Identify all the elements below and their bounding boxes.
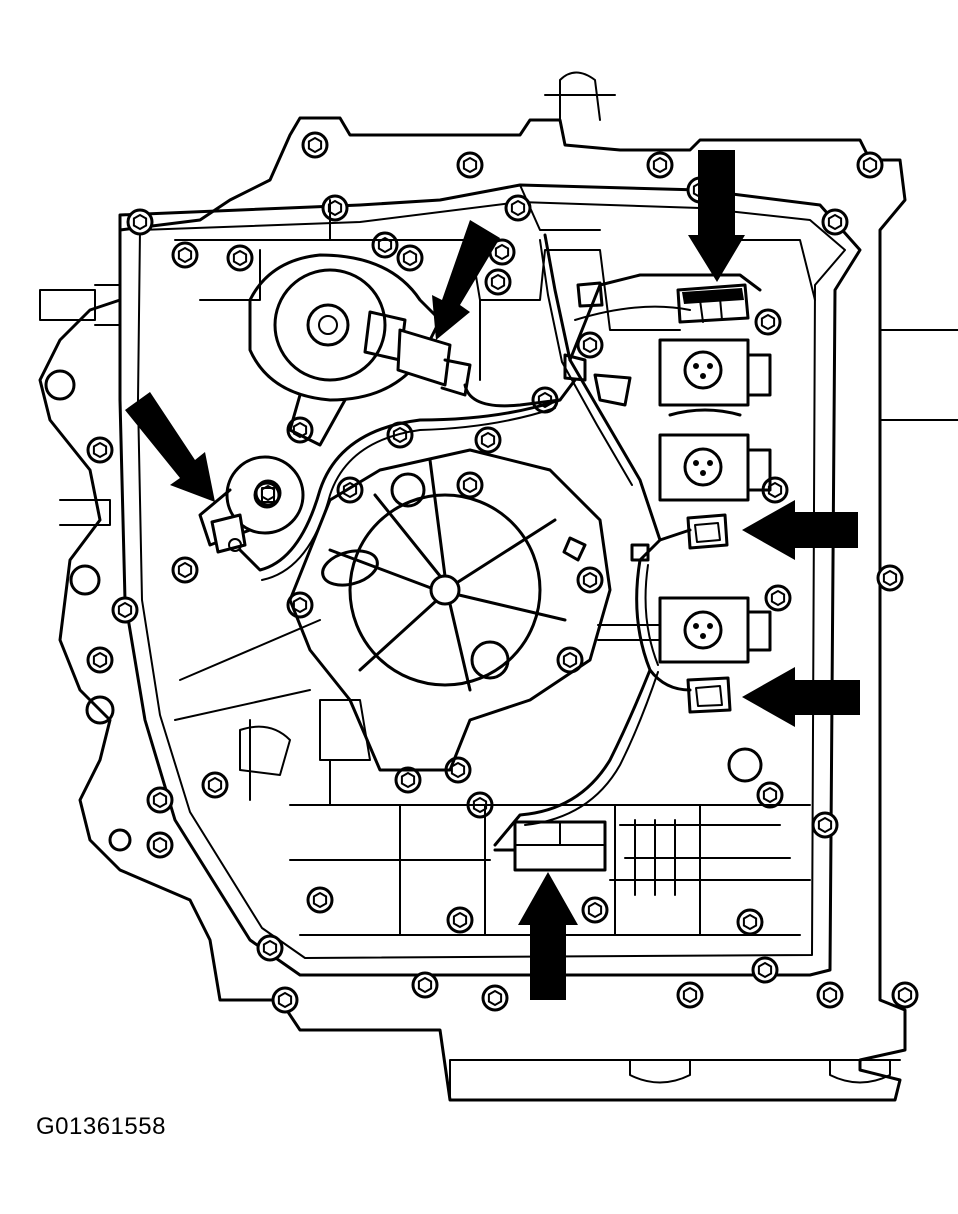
arrow-top-center bbox=[432, 220, 500, 340]
bolt bbox=[646, 151, 674, 179]
bolt bbox=[86, 646, 114, 674]
bolt bbox=[576, 566, 604, 594]
bolt bbox=[306, 886, 334, 914]
bolt bbox=[556, 646, 584, 674]
tcc-solenoid bbox=[198, 455, 305, 554]
bolt bbox=[396, 244, 424, 272]
callout-arrows bbox=[125, 150, 860, 1000]
bolt bbox=[301, 131, 329, 159]
bolt bbox=[816, 981, 844, 1009]
bolt bbox=[146, 786, 174, 814]
bolt bbox=[171, 556, 199, 584]
bolt bbox=[856, 151, 884, 179]
bolt bbox=[876, 564, 904, 592]
shift-solenoid-a bbox=[658, 338, 772, 417]
bolt bbox=[446, 906, 474, 934]
connector-lower-right bbox=[686, 676, 732, 714]
bolt bbox=[484, 268, 512, 296]
bolt bbox=[821, 208, 849, 236]
bolt bbox=[146, 831, 174, 859]
bolt bbox=[811, 811, 839, 839]
bolt bbox=[736, 908, 764, 936]
bolt bbox=[456, 471, 484, 499]
bolt bbox=[286, 416, 314, 444]
bolt bbox=[576, 331, 604, 359]
bolt bbox=[394, 766, 422, 794]
bolt bbox=[756, 781, 784, 809]
bolt bbox=[481, 984, 509, 1012]
pan-gasket bbox=[118, 183, 862, 977]
bolt bbox=[488, 238, 516, 266]
connector-middle-right bbox=[686, 513, 729, 550]
bolt bbox=[271, 986, 299, 1014]
arrow-left bbox=[125, 392, 215, 502]
arrow-lower-right bbox=[742, 667, 860, 727]
epc-solenoid bbox=[248, 253, 472, 447]
bolt bbox=[754, 308, 782, 336]
bolt bbox=[86, 436, 114, 464]
connector-top-right bbox=[676, 283, 750, 324]
bolt bbox=[676, 981, 704, 1009]
bolt bbox=[226, 244, 254, 272]
shift-solenoid-b bbox=[658, 433, 772, 502]
bolt bbox=[456, 151, 484, 179]
bolts bbox=[86, 131, 919, 1014]
bolt bbox=[201, 771, 229, 799]
bolt bbox=[891, 981, 919, 1009]
bolt bbox=[581, 896, 609, 924]
wire-harness bbox=[238, 233, 762, 847]
detent-plate bbox=[288, 448, 612, 772]
arrow-bottom bbox=[518, 872, 578, 1000]
bolt bbox=[751, 956, 779, 984]
bolt bbox=[126, 208, 154, 236]
bolt bbox=[111, 596, 139, 624]
transmission-case bbox=[38, 71, 958, 1102]
bolt bbox=[474, 426, 502, 454]
bolt bbox=[256, 934, 284, 962]
bolt bbox=[764, 584, 792, 612]
bolt bbox=[171, 241, 199, 269]
arrow-top-right bbox=[688, 150, 745, 282]
shift-solenoid-c bbox=[658, 596, 772, 664]
bolt bbox=[321, 194, 349, 222]
figure-id-label: G01361558 bbox=[36, 1113, 166, 1140]
arrow-middle-right bbox=[742, 500, 858, 560]
bolt bbox=[371, 231, 399, 259]
connector-bottom bbox=[493, 820, 607, 872]
bolt bbox=[411, 971, 439, 999]
